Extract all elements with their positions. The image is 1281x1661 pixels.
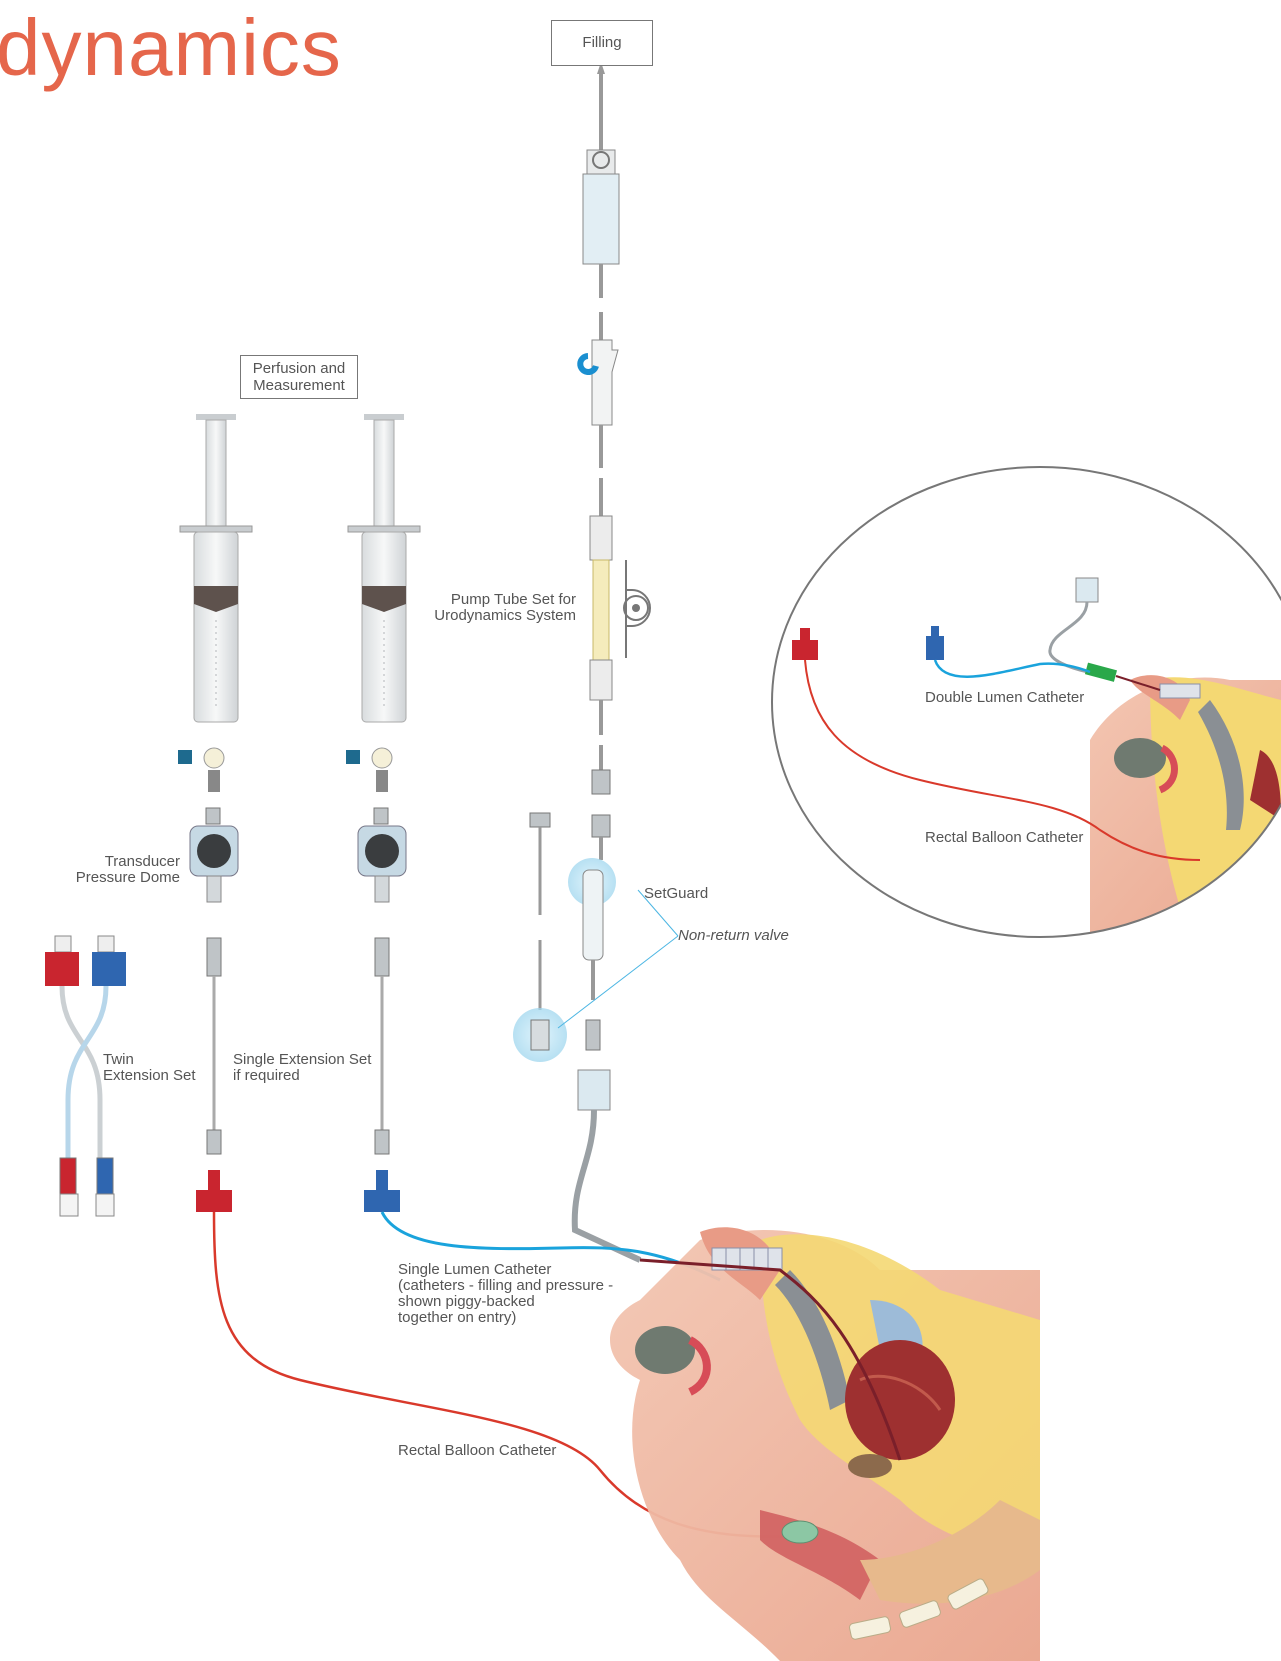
pump-tube-set (590, 478, 650, 735)
syringe-right (346, 414, 420, 792)
syringe-left (178, 414, 252, 792)
rectal-balloon-inset-label: Rectal Balloon Catheter (925, 830, 1083, 846)
filling-label-box: Filling (551, 20, 653, 66)
transducer-dome-right (358, 808, 406, 902)
setguard-connectors (592, 745, 610, 860)
anatomy-cross-section (610, 1227, 1040, 1661)
setguard-valve (568, 858, 640, 1260)
perfusion-label-box: Perfusion and Measurement (240, 355, 358, 399)
single-extension-left (196, 938, 232, 1212)
roller-clamp (580, 312, 618, 468)
non-return-leader-lines (558, 890, 678, 1028)
non-return-valve-label: Non-return valve (678, 928, 789, 944)
filling-spike (583, 62, 619, 298)
transducer-label: Transducer Pressure Dome (40, 854, 180, 886)
perfusion-label: Perfusion and Measurement (253, 360, 346, 394)
double-lumen-label: Double Lumen Catheter (925, 690, 1084, 706)
transducer-dome-left (190, 808, 238, 902)
twin-extension-label: Twin Extension Set (103, 1052, 196, 1084)
pump-tube-label: Pump Tube Set for Urodynamics System (410, 592, 576, 624)
filling-label: Filling (582, 34, 621, 51)
non-return-needle (513, 813, 567, 1062)
setguard-label: SetGuard (644, 886, 708, 902)
single-extension-label: Single Extension Set if required (233, 1052, 371, 1084)
single-lumen-label: Single Lumen Catheter (catheters - filli… (398, 1262, 638, 1326)
rectal-balloon-main-label: Rectal Balloon Catheter (398, 1443, 556, 1459)
